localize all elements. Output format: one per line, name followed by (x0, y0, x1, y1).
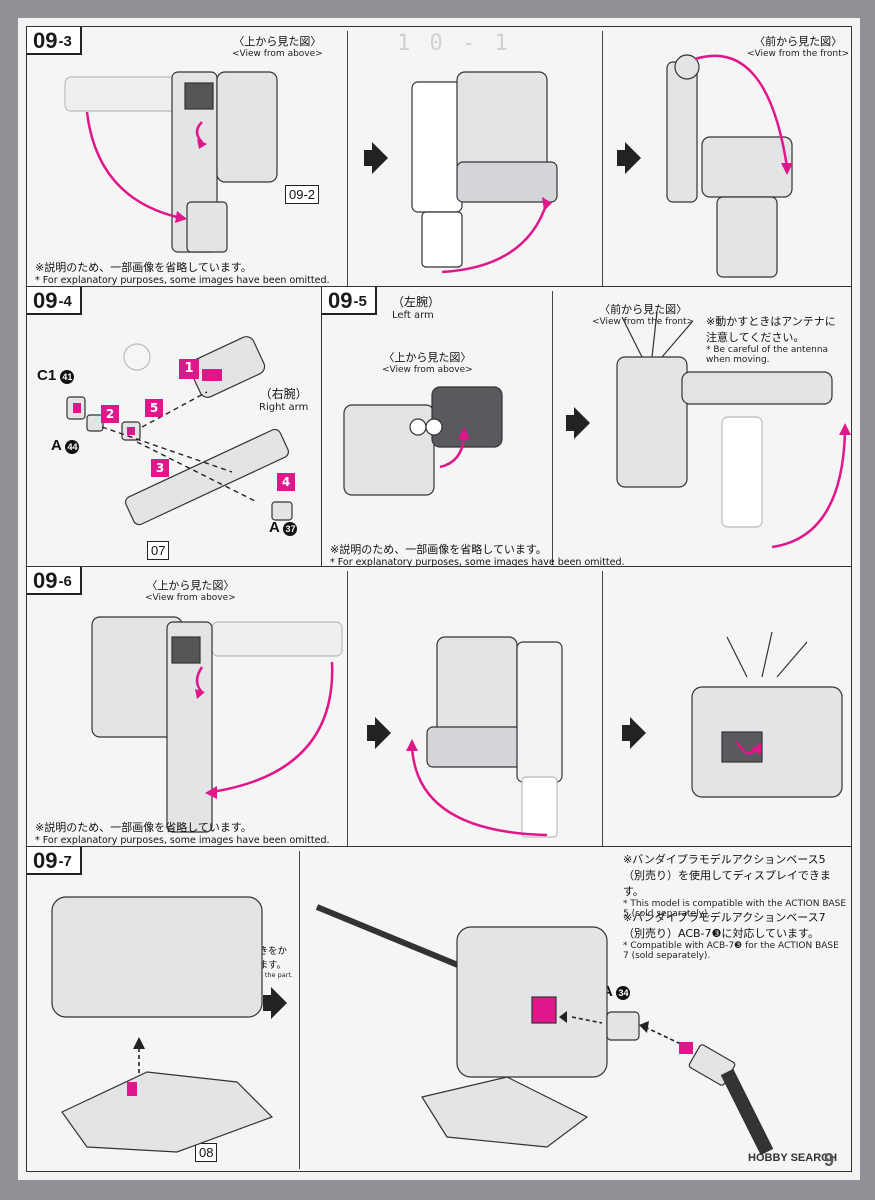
arrow-right-icon (367, 717, 391, 749)
step-number: 09-3 (27, 27, 82, 55)
step-number: 09-5 (322, 287, 377, 315)
view-label: 〈上から見た図〉 <View from above> (382, 351, 473, 375)
step-09-4-panel: 09-4 （右腕） Right arm C1 41 A 44 A 37 07 (26, 286, 323, 568)
step-number: 09-4 (27, 287, 82, 315)
part-label-c1-41: C1 41 (37, 367, 75, 384)
omission-note: ※説明のため、一部画像を省略しています。 * For explanatory p… (330, 543, 625, 568)
arrow-right-icon (566, 407, 590, 439)
part-ref-box: 08 (195, 1143, 218, 1162)
assembly-illustration (51, 896, 774, 1156)
assembly-illustration (66, 336, 293, 526)
part-label-a37: A 37 (269, 519, 298, 536)
step-4-badge: 4 (277, 473, 295, 491)
view-label: 〈前から見た図〉 <View from the front> (592, 303, 695, 327)
instruction-page: 1 0 - 1 09-3 〈上から見た図〉 <View from above> … (18, 18, 860, 1180)
action-base-5-note: ※バンダイプラモデルアクションベース5（別売り）を使用してディスプレイできます。… (623, 853, 847, 919)
part-label-a44: A 44 (51, 437, 80, 454)
step-09-7-panel: 09-7 向きをかえます。 Turn the part. 08 ※バンダイプラモ… (26, 846, 852, 1172)
antenna-caution: ※動かすときはアンテナに注意してください。 * Be careful of th… (706, 315, 836, 365)
step-3-badge: 3 (151, 459, 169, 477)
step-number: 09-7 (27, 847, 82, 875)
assembly-illustration (64, 54, 793, 278)
assembly-illustration (343, 311, 851, 549)
step-09-5-panel: 09-5 （左腕） Left arm 〈上から見た図〉 <View from a… (321, 286, 852, 568)
page-number: 9 (824, 1150, 835, 1170)
step-09-3-panel: 1 0 - 1 09-3 〈上から見た図〉 <View from above> … (26, 26, 852, 296)
step-09-6-panel: 09-6 〈上から見た図〉 <View from above> (26, 566, 852, 856)
brand-watermark: HOBBY SEARCH (748, 1152, 838, 1164)
step-5-badge: 5 (145, 399, 163, 417)
assembly-illustration (91, 616, 843, 838)
turn-part-note: 向きをかえます。 Turn the part. (249, 946, 293, 979)
arrow-right-icon (617, 142, 641, 174)
step-number: 09-6 (27, 567, 82, 595)
omission-note: ※説明のため、一部画像を省略しています。 * For explanatory p… (35, 821, 330, 846)
arrow-right-icon (364, 142, 388, 174)
part-ref-box: 09-2 (285, 185, 320, 204)
step-1-badge: 1 (179, 359, 199, 379)
part-ref-box: 07 (147, 541, 170, 560)
arrow-right-icon (263, 987, 287, 1019)
arm-label: （左腕） Left arm (392, 295, 441, 321)
step-2-badge: 2 (101, 405, 119, 423)
view-label: 〈上から見た図〉 <View from above> (145, 579, 236, 603)
arrow-right-icon (622, 717, 646, 749)
view-label: 〈上から見た図〉 <View from above> (232, 35, 323, 59)
arm-label: （右腕） Right arm (259, 387, 309, 413)
action-base-7-note: ※バンダイプラモデルアクションベース7（別売り）ACB-7❸に対応しています。 … (623, 911, 839, 961)
omission-note: ※説明のため、一部画像を省略しています。 * For explanatory p… (35, 261, 330, 286)
view-label: 〈前から見た図〉 <View from the front> (747, 35, 850, 59)
